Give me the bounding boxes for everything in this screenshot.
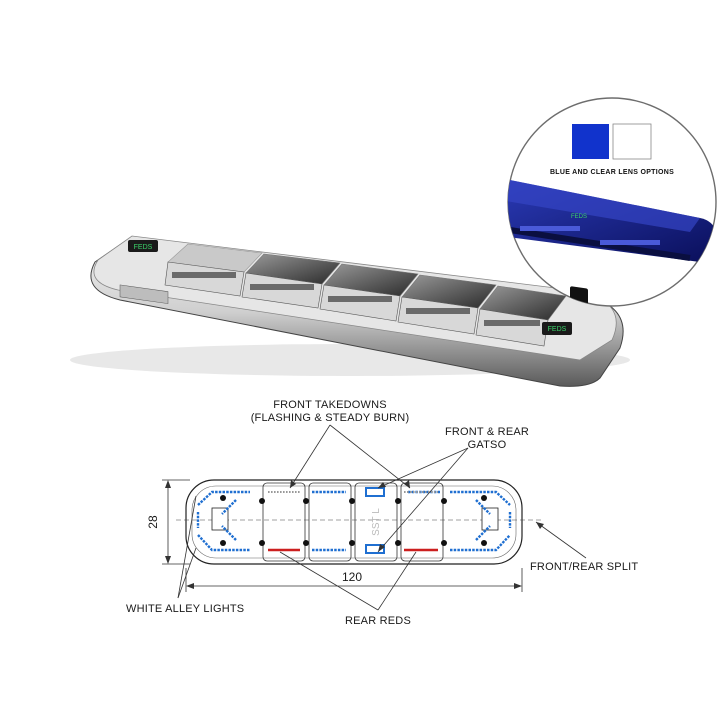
height-dimension: 28 xyxy=(146,479,190,565)
blue-leds xyxy=(196,490,512,552)
led-dots xyxy=(172,272,540,326)
lens-inset: FEDS BLUE AND CLEAR LENS OPTIONS xyxy=(507,97,717,307)
brand-text-left: FEDS xyxy=(134,244,153,251)
bar-outline xyxy=(185,479,523,565)
brand-text-inset: FEDS xyxy=(571,214,587,220)
label-rear-reds: REAR REDS xyxy=(345,615,411,627)
brand-badge-right: FEDS xyxy=(542,322,572,335)
front-modules xyxy=(164,261,549,347)
label-front-rear-split: FRONT/REAR SPLIT xyxy=(530,561,638,573)
brand-badge-left: FEDS xyxy=(128,240,158,252)
technical-drawing: SST L 28 120 xyxy=(126,399,638,627)
height-value: 28 xyxy=(146,515,160,529)
label-front-takedowns: FRONT TAKEDOWNS xyxy=(273,399,387,411)
swatch-clear xyxy=(612,123,652,160)
module-tops xyxy=(167,243,567,321)
label-gatso: GATSO xyxy=(468,439,507,451)
swatch-blue xyxy=(572,124,609,159)
lightbar-render: FEDS FEDS xyxy=(70,235,630,387)
label-white-alley-lights: WHITE ALLEY LIGHTS xyxy=(126,603,244,615)
label-front-rear: FRONT & REAR xyxy=(445,426,529,438)
width-value: 120 xyxy=(342,570,362,584)
callout-arrowheads xyxy=(290,480,544,552)
module-separators xyxy=(262,482,444,562)
lens-options-caption: BLUE AND CLEAR LENS OPTIONS xyxy=(550,169,674,176)
brand-text-right: FEDS xyxy=(548,326,567,333)
front-led-strips xyxy=(119,284,169,304)
gatso-leds xyxy=(365,487,385,554)
callout-lines xyxy=(177,424,587,611)
width-dimension: 120 xyxy=(185,568,523,592)
mount-dots xyxy=(220,495,487,546)
label-flashing-steady: (FLASHING & STEADY BURN) xyxy=(251,412,410,424)
drawing-watermark: SST L xyxy=(371,508,382,536)
